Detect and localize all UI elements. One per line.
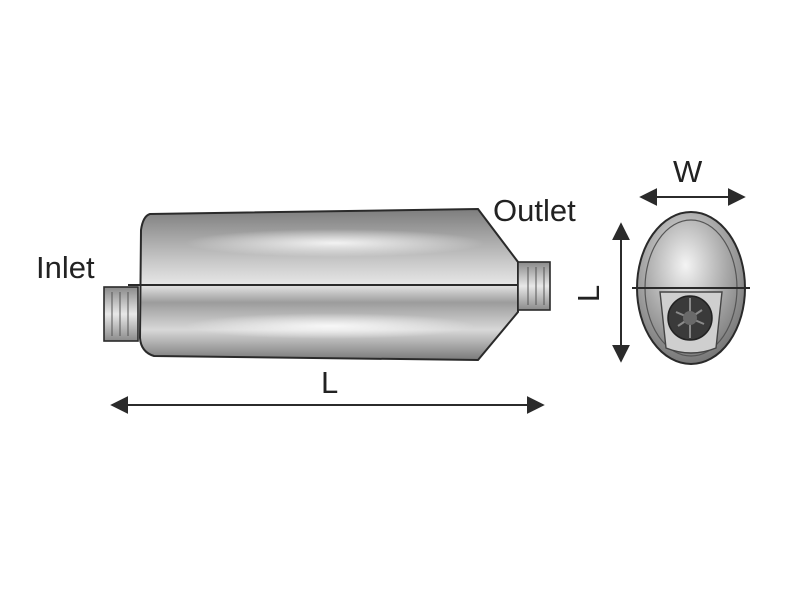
- muffler-end-view: [632, 211, 750, 365]
- width-label: W: [673, 154, 703, 189]
- inlet-label: Inlet: [36, 250, 95, 285]
- muffler-side-view: [103, 207, 551, 362]
- outlet-pipe: [517, 261, 551, 311]
- inlet-pipe: [103, 286, 139, 342]
- end-length-label: L: [571, 284, 607, 303]
- outlet-label: Outlet: [493, 193, 576, 228]
- length-label: L: [321, 365, 339, 400]
